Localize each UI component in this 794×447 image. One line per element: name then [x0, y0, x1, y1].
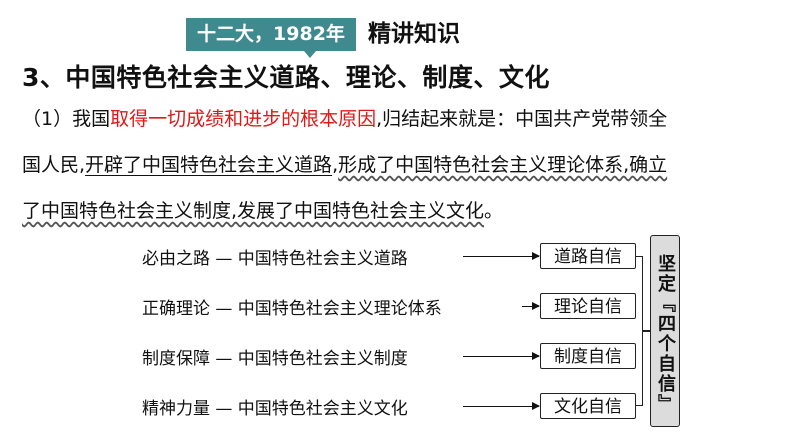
underlined-text: 开辟了中国特色社会主义道路	[85, 154, 333, 176]
paragraph-line-1: （1）我国取得一切成绩和进步的根本原因,归结起来就是：中国共产党带领全	[22, 104, 667, 131]
arrow-icon	[463, 352, 540, 360]
highlight-text: 取得一切成绩和进步的根本原因	[110, 108, 377, 130]
diagram-row-text: 必由之路 — 中国特色社会主义道路	[142, 249, 408, 269]
text: 国人民,	[22, 154, 86, 176]
paragraph-line-2: 国人民,开辟了中国特色社会主义道路,形成了中国特色社会主义理论体系,确立	[22, 150, 667, 177]
diagram-row-text: 制度保障 — 中国特色社会主义制度	[142, 349, 408, 369]
confidence-box: 文化自信	[540, 393, 636, 419]
bracket-connector	[643, 330, 650, 332]
arrow-icon	[463, 402, 540, 410]
paragraph-line-3: 了中国特色社会主义制度,发展了中国特色社会主义文化。	[22, 196, 503, 223]
wavy-underlined-text: 形成了中国特色社会主义理论体系,确立	[338, 154, 668, 176]
section-tag: 精讲知识	[368, 21, 460, 47]
diagram-row-text: 正确理论 — 中国特色社会主义理论体系	[142, 299, 442, 319]
text: 。	[484, 200, 504, 222]
confidence-box: 理论自信	[540, 293, 636, 319]
text: ,	[332, 154, 339, 176]
page-title: 3、中国特色社会主义道路、理论、制度、文化	[22, 63, 550, 92]
text: ,归结起来就是：中国共产党带领全	[376, 108, 668, 130]
diagram-row-text: 精神力量 — 中国特色社会主义文化	[142, 399, 408, 419]
arrow-icon	[522, 302, 540, 310]
wavy-underlined-text: 了中国特色社会主义制度,发展了中国特色社会主义文化	[22, 200, 485, 222]
text: （1）我国	[22, 108, 111, 130]
arrow-icon	[463, 252, 540, 260]
confidence-box: 制度自信	[540, 343, 636, 369]
summary-box: 坚定『四个自信』	[650, 235, 680, 427]
confidence-box: 道路自信	[540, 243, 636, 269]
bracket-connector	[636, 256, 643, 406]
year-callout: 十二大，1982年	[186, 18, 356, 58]
